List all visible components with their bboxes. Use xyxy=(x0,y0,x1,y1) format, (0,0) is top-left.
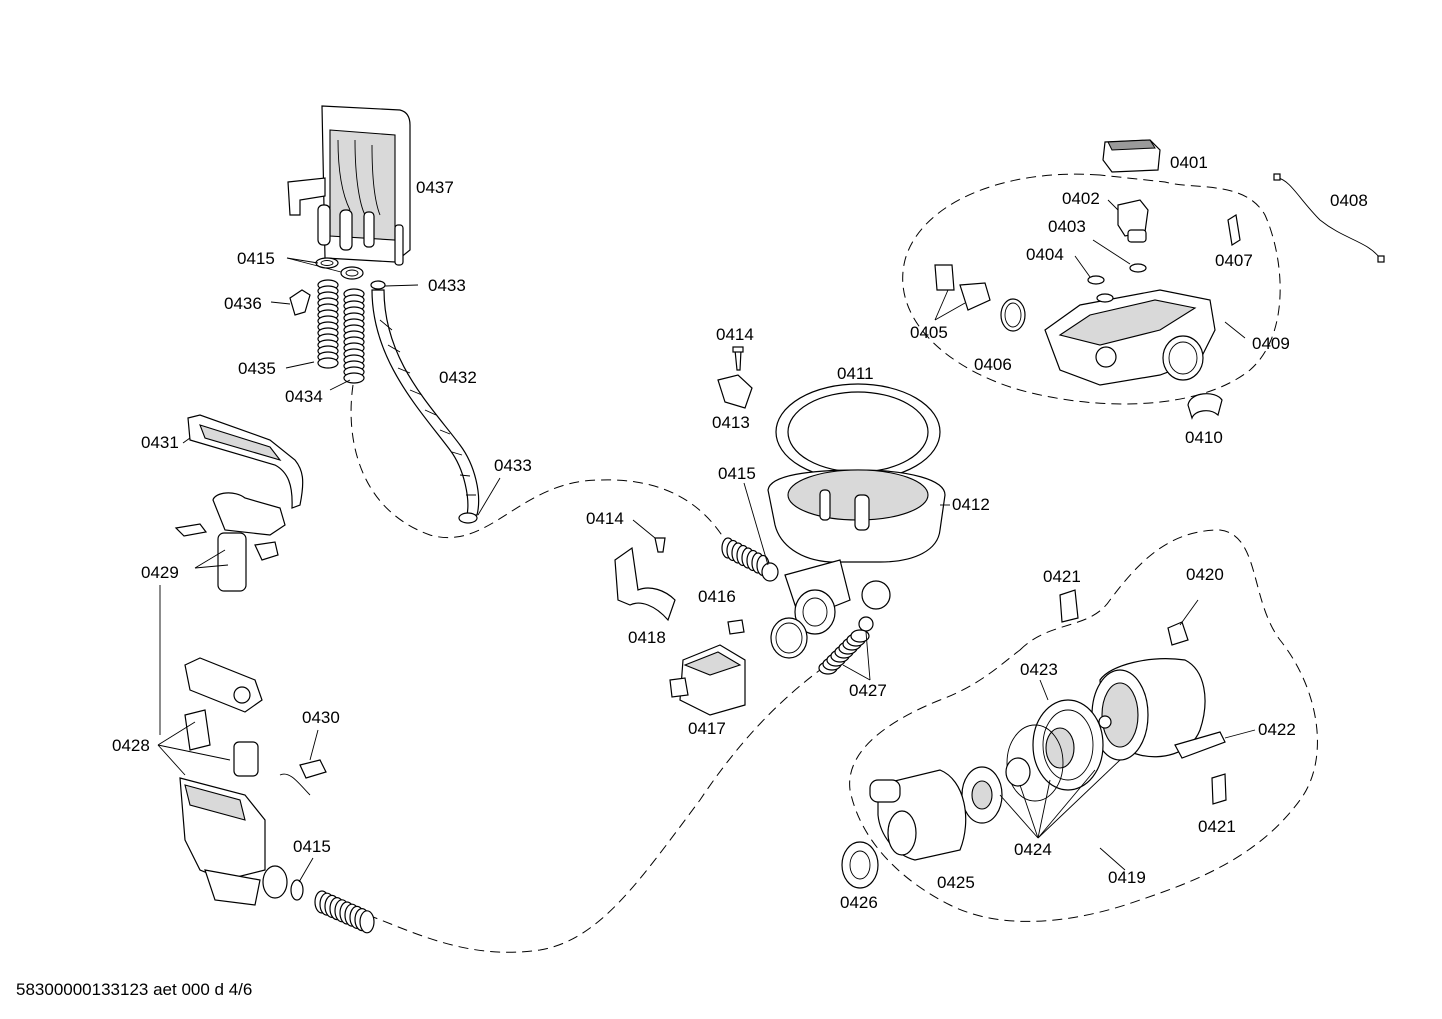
seal-rings-top xyxy=(286,257,419,290)
label-0415-top: 0415 xyxy=(237,249,275,268)
label-0415-low: 0415 xyxy=(293,837,331,856)
label-0421-top: 0421 xyxy=(1043,567,1081,586)
label-0416: 0416 xyxy=(698,587,736,606)
label-0415-mid: 0415 xyxy=(718,464,756,483)
label-0427: 0427 xyxy=(849,681,887,700)
label-0413: 0413 xyxy=(712,413,750,432)
label-0417: 0417 xyxy=(688,719,726,738)
label-0430: 0430 xyxy=(302,708,340,727)
label-0418: 0418 xyxy=(628,628,666,647)
water-softener-0437 xyxy=(287,105,411,266)
label-0412: 0412 xyxy=(952,495,990,514)
boundary-0419-group xyxy=(849,529,1318,922)
label-0428: 0428 xyxy=(112,736,150,755)
label-0406: 0406 xyxy=(974,355,1012,374)
label-0401: 0401 xyxy=(1170,153,1208,172)
label-0414-top: 0414 xyxy=(716,325,754,344)
document-footer-code: 58300000133123 aet 000 d 4/6 xyxy=(16,980,253,999)
label-0434: 0434 xyxy=(285,387,323,406)
label-0410: 0410 xyxy=(1185,428,1223,447)
label-0423: 0423 xyxy=(1020,660,1058,679)
drain-pump-0417 xyxy=(669,644,746,716)
label-0420: 0420 xyxy=(1186,565,1224,584)
label-0402: 0402 xyxy=(1062,189,1100,208)
label-0425: 0425 xyxy=(937,873,975,892)
cover-0431 xyxy=(182,414,304,509)
hose-path-0434 xyxy=(350,384,726,541)
part-number-labels: 0401 0402 0403 0404 0405 0406 0407 0408 … xyxy=(112,153,1368,912)
hose-corrugation xyxy=(317,357,339,369)
label-0404: 0404 xyxy=(1026,245,1064,264)
boundary-0409-group xyxy=(902,173,1281,405)
clamp-0410 xyxy=(1187,393,1223,420)
label-0407: 0407 xyxy=(1215,251,1253,270)
label-0411: 0411 xyxy=(837,364,874,383)
label-0408: 0408 xyxy=(1330,191,1368,210)
parts-0428 xyxy=(157,657,311,906)
screw-clip-0413 xyxy=(717,346,753,409)
label-0421-low: 0421 xyxy=(1198,817,1236,836)
wire-0408 xyxy=(1273,173,1385,263)
hose-corrugation xyxy=(359,910,375,934)
bracket-0418 xyxy=(614,519,676,622)
assembly-boundaries xyxy=(159,173,1318,953)
label-0422: 0422 xyxy=(1258,720,1296,739)
label-0431: 0431 xyxy=(141,433,179,452)
label-0429: 0429 xyxy=(141,563,179,582)
hose-path-lower xyxy=(367,669,821,953)
circulation-pump-0419 xyxy=(841,589,1256,889)
label-0405: 0405 xyxy=(910,323,948,342)
hose-0432 xyxy=(371,289,501,524)
label-0433-top: 0433 xyxy=(428,276,466,295)
label-0435: 0435 xyxy=(238,359,276,378)
part-0430 xyxy=(299,729,327,779)
label-0403: 0403 xyxy=(1048,217,1086,236)
label-0419: 0419 xyxy=(1108,868,1146,887)
label-0437: 0437 xyxy=(416,178,454,197)
label-0424: 0424 xyxy=(1014,840,1052,859)
heater-group-0409 xyxy=(934,139,1246,386)
sump-0412 xyxy=(767,383,950,635)
lower-hose xyxy=(290,857,375,934)
label-0436: 0436 xyxy=(224,294,262,313)
label-0409: 0409 xyxy=(1252,334,1290,353)
clip-0436 xyxy=(270,289,311,316)
sensor-0429 xyxy=(174,492,286,592)
corrugated-hoses xyxy=(317,279,365,384)
label-0432: 0432 xyxy=(439,368,477,387)
hose-corrugation xyxy=(850,629,870,643)
sump-fittings xyxy=(721,482,874,681)
label-0433-mid: 0433 xyxy=(494,456,532,475)
label-0414-mid: 0414 xyxy=(586,509,624,528)
label-0426: 0426 xyxy=(840,893,878,912)
